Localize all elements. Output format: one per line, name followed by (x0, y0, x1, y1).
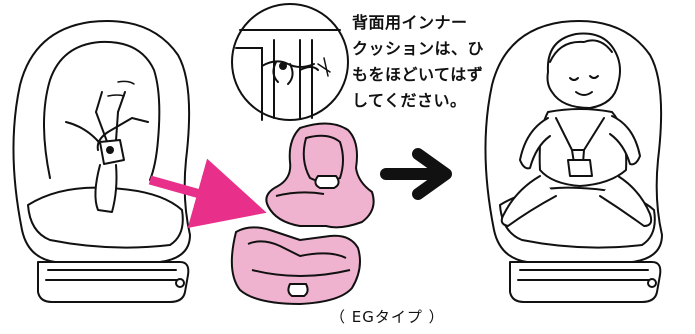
left-seat-illustration (12, 20, 191, 303)
note-line: もをほどいてはず (352, 65, 484, 84)
detail-zoom-circle (231, 3, 349, 121)
note-line: クッションは、ひ (352, 39, 485, 58)
arrow-right-icon (380, 148, 452, 200)
inner-cushion-parts (230, 122, 375, 305)
remove-arrow (148, 158, 267, 228)
child-figure (500, 32, 653, 227)
instruction-note: 背面用インナー クッションは、ひ もをほどいてはず してください。 (352, 10, 522, 114)
note-line: 背面用インナー (352, 13, 468, 32)
type-caption: （ EGタイプ ） (330, 308, 445, 326)
note-line: してください。 (352, 91, 467, 110)
